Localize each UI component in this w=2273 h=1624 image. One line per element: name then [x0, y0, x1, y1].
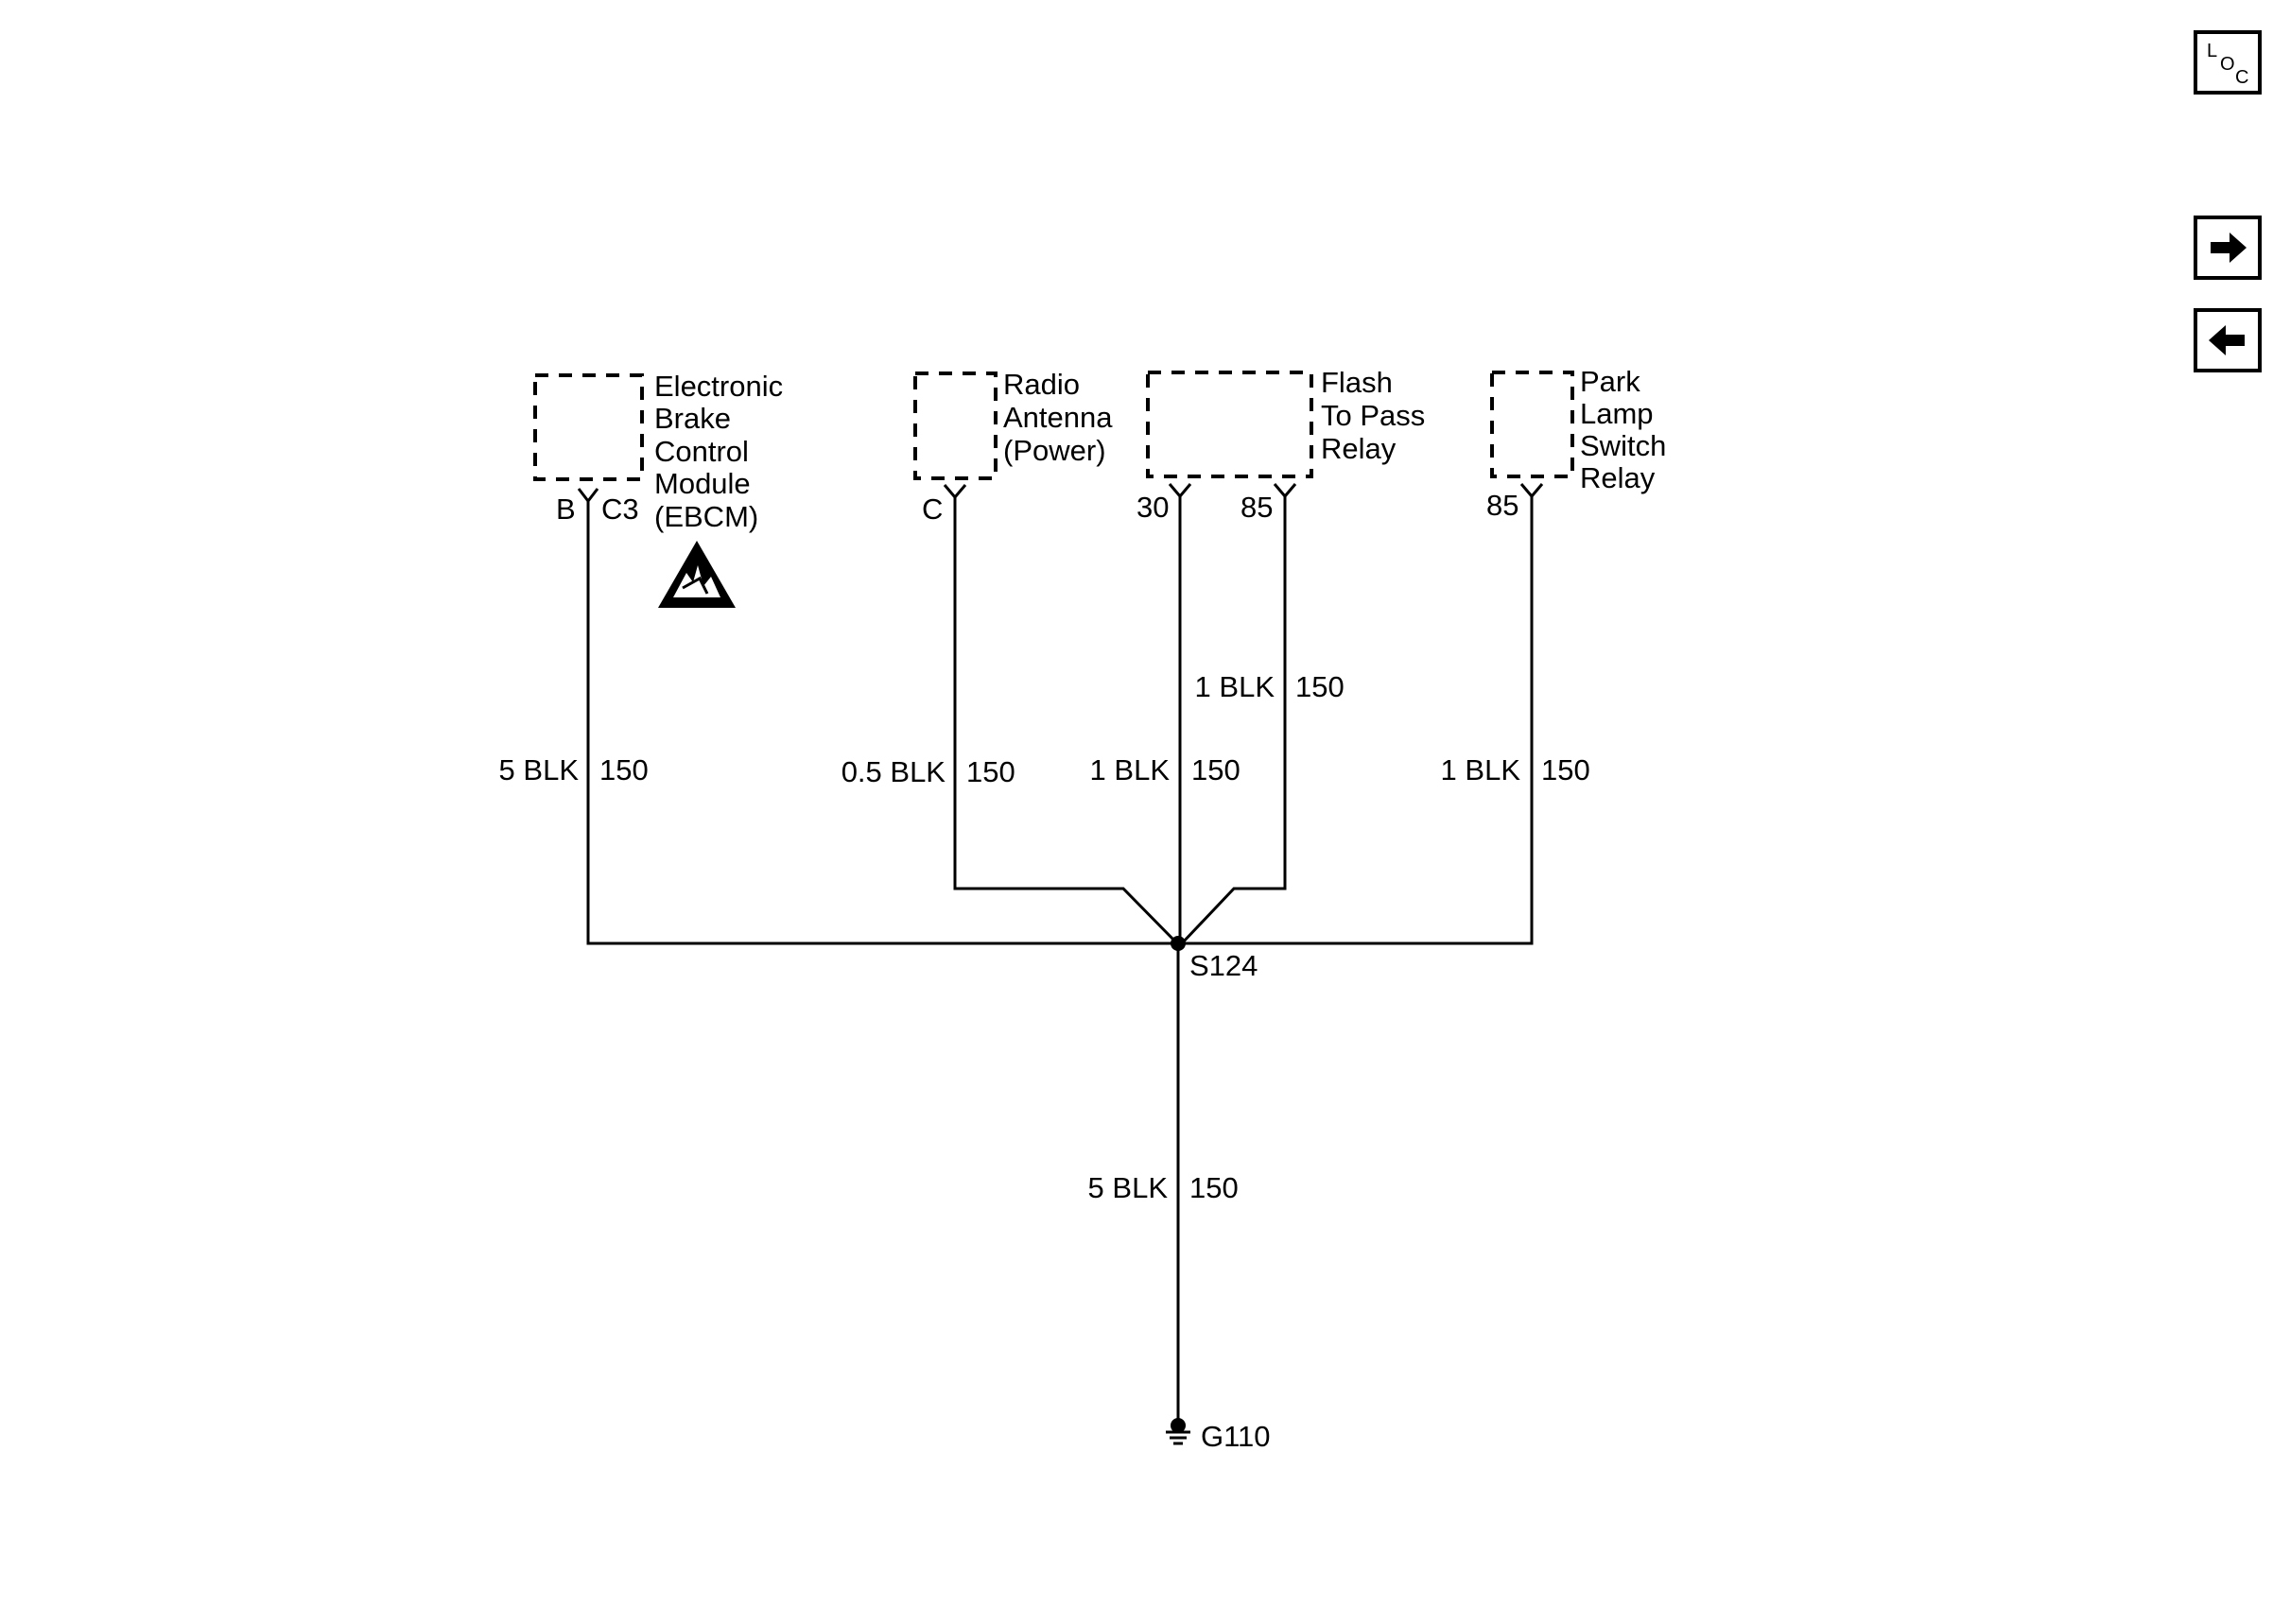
splice-s124-dot: [1171, 936, 1186, 951]
flash-85-wire-color-label: 1 BLK: [1195, 670, 1275, 703]
ebcm-name-line-2: Brake: [654, 402, 731, 435]
ebcm-wire-circuit-label: 150: [599, 753, 649, 786]
component-locator-icon[interactable]: L O C: [2194, 30, 2262, 95]
radio-antenna-ground-wire: [953, 495, 1179, 945]
radio-name-line-1: Radio: [1003, 368, 1080, 401]
locator-letter-o: O: [2220, 54, 2235, 75]
park-lamp-switch-relay-component-box: [1490, 371, 1574, 478]
park-name-line-4: Relay: [1580, 461, 1656, 494]
flash-pin-30-label: 30: [1136, 491, 1169, 524]
ebcm-pin-c3-label: C3: [601, 492, 639, 526]
ground-label: G110: [1201, 1420, 1271, 1453]
ebcm-name-line-4: Module: [654, 467, 751, 500]
flash-to-pass-relay-component-box: [1146, 371, 1313, 478]
flash-30-wire-color-label: 1 BLK: [1090, 753, 1171, 786]
ground-symbol: [1166, 1418, 1190, 1445]
park-lamp-ground-wire: [1182, 494, 1534, 945]
park-name-line-1: Park: [1580, 365, 1640, 398]
flash-pin-85-ground-wire: [1180, 494, 1287, 945]
flash-name-line-3: Relay: [1321, 432, 1397, 465]
park-wire-circuit-label: 150: [1541, 753, 1590, 786]
arrow-right-icon: [2211, 233, 2247, 263]
flash-name-line-1: Flash: [1321, 366, 1393, 399]
flash-pin-85-label: 85: [1241, 491, 1273, 524]
radio-name-line-2: Antenna: [1003, 401, 1113, 434]
radio-wire-color-label: 0.5 BLK: [842, 755, 946, 788]
ground-wire-circuit-label: 150: [1189, 1171, 1239, 1204]
park-name-line-3: Switch: [1580, 429, 1666, 462]
flash-name-line-2: To Pass: [1321, 399, 1425, 432]
arrow-left-icon: [2209, 325, 2245, 355]
ebcm-pin-b-label: B: [556, 492, 576, 526]
ebcm-name-line-1: Electronic: [654, 370, 783, 403]
ebcm-component-box: [533, 373, 644, 481]
flash-30-wire-circuit-label: 150: [1191, 753, 1241, 786]
locator-letter-c: C: [2235, 67, 2248, 88]
locator-letter-l: L: [2207, 41, 2217, 61]
park-name-line-2: Lamp: [1580, 397, 1654, 430]
splice-label: S124: [1189, 949, 1258, 982]
next-page-button[interactable]: [2194, 216, 2262, 280]
previous-page-button[interactable]: [2194, 308, 2262, 372]
ground-wire-color-label: 5 BLK: [1088, 1171, 1169, 1204]
park-wire-color-label: 1 BLK: [1441, 753, 1521, 786]
radio-pin-c-label: C: [922, 492, 943, 526]
radio-name-line-3: (Power): [1003, 434, 1106, 467]
ebcm-name-line-3: Control: [654, 435, 749, 468]
radio-wire-circuit-label: 150: [966, 755, 1015, 788]
ebcm-ground-wire: [586, 499, 1177, 945]
ebcm-name-line-5: (EBCM): [654, 500, 758, 533]
radio-antenna-component-box: [913, 371, 998, 480]
park-pin-85-label: 85: [1486, 489, 1518, 522]
ebcm-wire-color-label: 5 BLK: [499, 753, 580, 786]
flash-85-wire-circuit-label: 150: [1295, 670, 1345, 703]
electrostatic-discharge-warning-icon: [658, 541, 736, 608]
